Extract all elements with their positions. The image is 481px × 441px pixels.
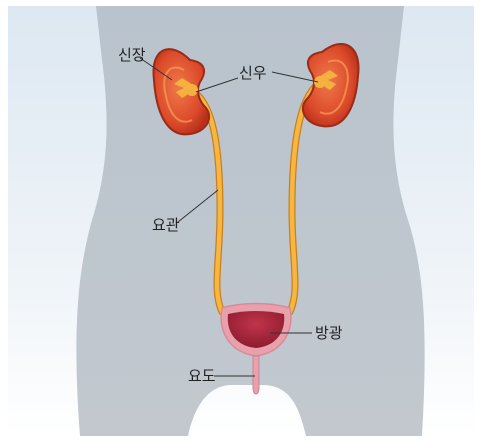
ureter-label: 요관 [152,216,180,234]
urethra [253,356,259,394]
renal-pelvis-label: 신우 [239,64,267,82]
kidney-label: 신장 [118,46,146,64]
urethra-label: 요도 [188,367,216,385]
bladder-label: 방광 [315,324,343,342]
